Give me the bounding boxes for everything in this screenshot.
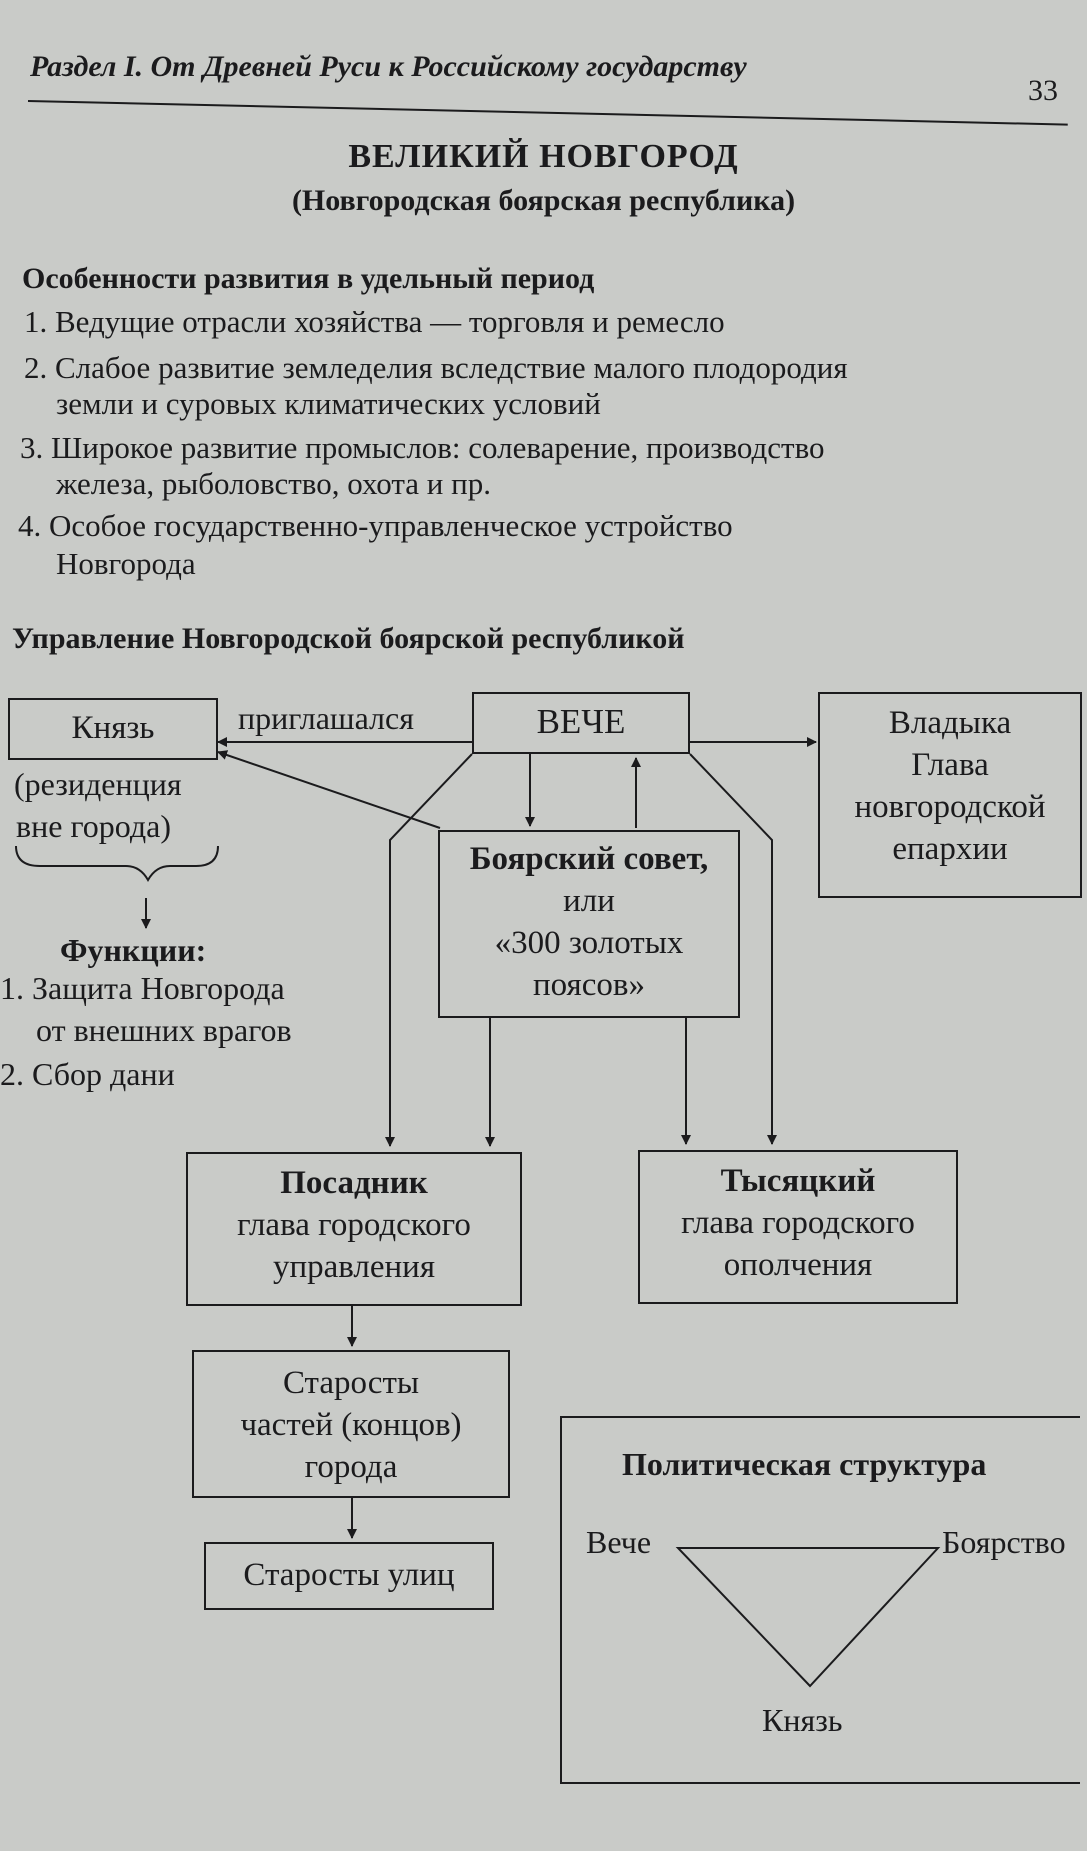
function-item: 2. Сбор дани — [0, 1056, 175, 1092]
council-title: Боярский совет, — [469, 841, 709, 877]
posadnik-box: Посадник глава городского управления — [186, 1152, 522, 1306]
tysyatsky-box: Тысяцкий глава городского ополчения — [638, 1150, 958, 1304]
council-line: или — [563, 883, 615, 919]
residence-line: (резиденция — [14, 766, 182, 802]
vladyka-line: епархии — [892, 831, 1008, 867]
vladyka-box: Владыка Глава новгородской епархии — [818, 692, 1082, 898]
page-number: 33 — [1028, 74, 1058, 107]
political-veche: Вече — [586, 1524, 652, 1560]
invited-label: приглашался — [238, 700, 414, 736]
page-subtitle: (Новгородская боярская республика) — [291, 184, 796, 217]
council-box: Боярский совет, или «300 золотых поясов» — [438, 830, 740, 1018]
tysyatsky-line: ополчения — [723, 1247, 873, 1283]
vladyka-title: Владыка — [888, 705, 1012, 741]
page-title: ВЕЛИКИЙ НОВГОРОД — [348, 138, 739, 175]
posadnik-line: управления — [272, 1249, 436, 1285]
political-heading: Политическая структура — [622, 1446, 987, 1482]
political-knyaz: Князь — [762, 1702, 843, 1738]
vladyka-line: новгородской — [854, 789, 1046, 825]
arrow-council-to-knyaz — [217, 750, 441, 829]
function-item: от внешних врагов — [36, 1012, 292, 1048]
starosty-chastey-line: частей (концов) — [240, 1407, 462, 1443]
political-structure-box — [560, 1416, 1080, 1784]
feature-line: Новгорода — [56, 546, 196, 581]
starosty-ulits-box: Старосты улиц — [204, 1542, 494, 1610]
vladyka-line: Глава — [911, 747, 989, 783]
starosty-chastey-line: Старосты — [282, 1365, 420, 1401]
residence-line: вне города) — [16, 808, 171, 844]
starosty-chastey-line: города — [304, 1449, 398, 1485]
posadnik-title: Посадник — [280, 1165, 428, 1201]
political-boyarstvo: Боярство — [942, 1524, 1066, 1560]
starosty-ulits-label: Старосты улиц — [243, 1557, 455, 1593]
running-head: Раздел I. От Древней Руси к Российскому … — [30, 50, 747, 83]
posadnik-line: глава городского — [237, 1207, 471, 1243]
functions-heading: Функции: — [60, 932, 207, 968]
feature-line: 2. Слабое развитие земледелия вследствие… — [24, 350, 848, 385]
feature-line: 3. Широкое развитие промыслов: солеварен… — [20, 430, 825, 465]
tysyatsky-title: Тысяцкий — [720, 1163, 876, 1199]
brace-icon — [15, 845, 219, 883]
feature-line: 1. Ведущие отрасли хозяйства — торговля … — [24, 304, 725, 339]
political-triangle — [675, 1547, 941, 1688]
veche-box: ВЕЧЕ — [472, 692, 690, 754]
feature-line: 4. Особое государственно-управленческое … — [18, 508, 733, 543]
arrow-veche-to-tysyatsky — [689, 753, 777, 1145]
function-item: 1. Защита Новгорода — [0, 970, 285, 1006]
council-line: «300 золотых — [494, 925, 684, 961]
diagram-heading: Управление Новгородской боярской республ… — [12, 622, 685, 655]
arrow-veche-to-posadnik — [385, 753, 473, 1147]
knyaz-label: Князь — [71, 710, 155, 746]
features-heading: Особенности развития в удельный период — [22, 262, 595, 295]
veche-label: ВЕЧЕ — [536, 702, 626, 741]
feature-line: земли и суровых климатических условий — [56, 386, 601, 421]
starosty-chastey-box: Старосты частей (концов) города — [192, 1350, 510, 1498]
tysyatsky-line: глава городского — [681, 1205, 915, 1241]
knyaz-box: Князь — [8, 698, 218, 760]
feature-line: железа, рыболовство, охота и пр. — [56, 466, 491, 501]
council-line: поясов» — [533, 967, 645, 1003]
